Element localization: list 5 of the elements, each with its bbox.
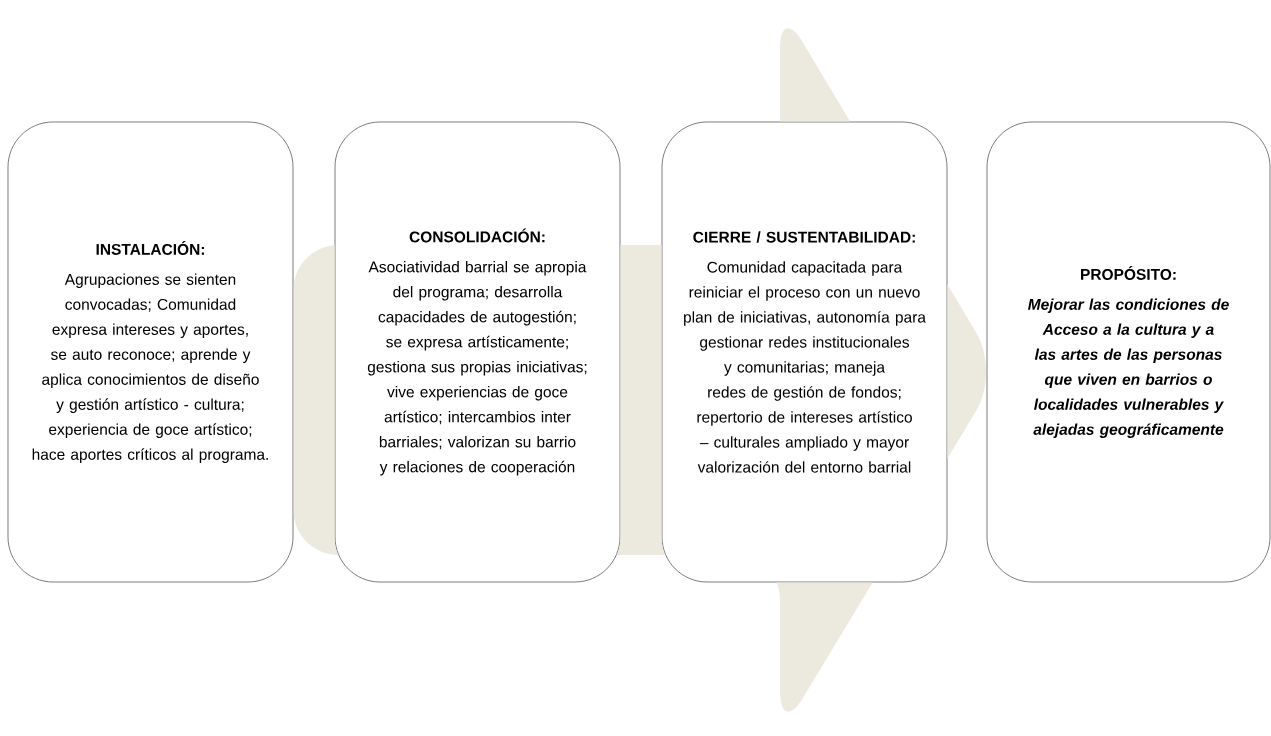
stage-box: CONSOLIDACIÓN: Asociatividad barrial se apropia del programa; desarrolla capacidades de autogestión; se expresa artísticamente; gestiona sus propias iniciativas; vive experiencias de goce artístico; intercambios inter barriales; valorizan su barrio y relaciones de cooperación [334, 121, 621, 583]
stage-box: PROPÓSITO: Mejorar las condiciones de Acceso a la cultura y a las artes de las personas que viven en barrios o localidades vulnerables y alejadas geográficamente [986, 121, 1271, 583]
stage-box: INSTALACIÓN: Agrupaciones se sienten convocadas; Comunidad expresa intereses y aportes, se auto reconoce; aprende y aplica conocimientos de diseño y gestión artístico - cultura; experiencia de goce artístico; hace aportes críticos al programa. [7, 121, 294, 583]
block-arrow [293, 28, 987, 712]
stage-box: CIERRE / SUSTENTABILIDAD: Comunidad capacitada para reiniciar el proceso con un nuevo plan de iniciativas, autonomía para gestionar redes institucionales y comunitarias; maneja redes de gestión de fondos; repertorio de intereses artístico – culturales ampliado y mayor valorización del entorno barrial [661, 121, 948, 583]
